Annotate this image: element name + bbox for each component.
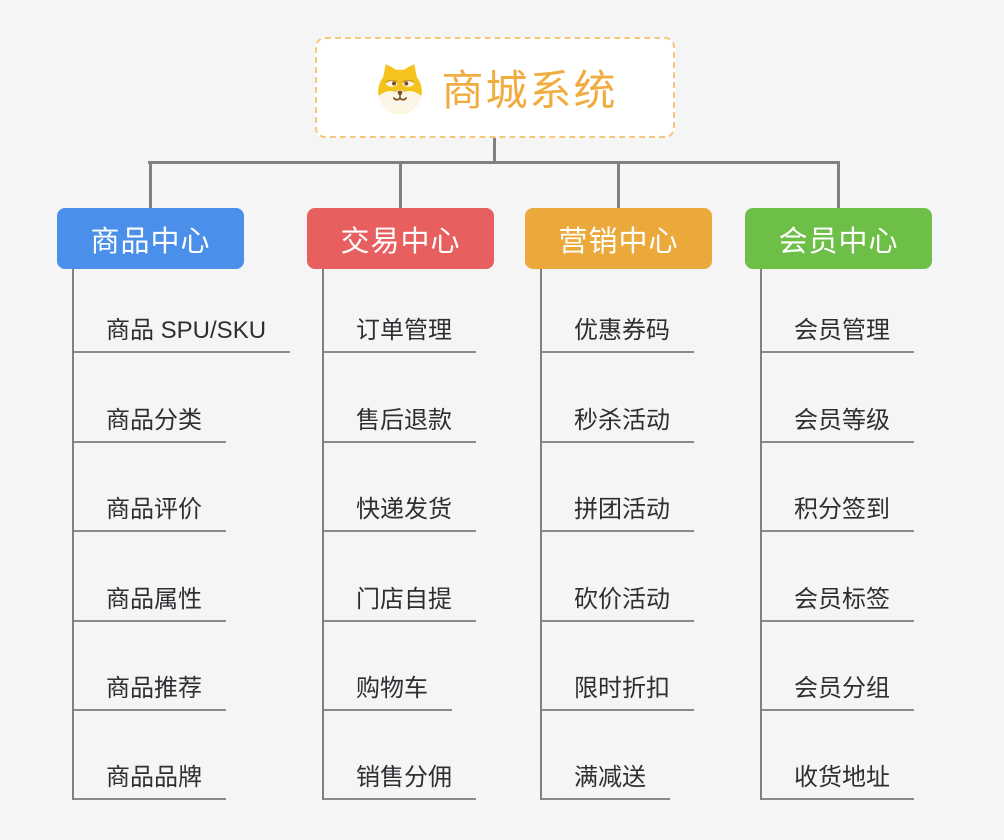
leaf-label: 商品品牌 bbox=[106, 764, 202, 791]
leaf-label: 销售分佣 bbox=[356, 764, 452, 791]
branch-node-3[interactable]: 营销中心 bbox=[525, 208, 712, 269]
leaf-node-4-1[interactable]: 会员管理 bbox=[762, 269, 914, 353]
leaf-label: 商品 SPU/SKU bbox=[106, 317, 267, 344]
leaf-label: 订单管理 bbox=[356, 317, 452, 344]
branch-column-1: 商品中心 商品 SPU/SKU 商品分类 商品评价 商品属性 商品推荐 商品品牌 bbox=[57, 161, 291, 800]
leaf-node-2-1[interactable]: 订单管理 bbox=[324, 269, 476, 353]
leaf-label: 会员分组 bbox=[794, 675, 890, 702]
leaf-node-3-4[interactable]: 砍价活动 bbox=[542, 532, 694, 622]
leaf-node-3-1[interactable]: 优惠券码 bbox=[542, 269, 694, 353]
branch-node-1[interactable]: 商品中心 bbox=[57, 208, 244, 269]
branch-node-4[interactable]: 会员中心 bbox=[745, 208, 932, 269]
branch-items: 会员管理 会员等级 积分签到 会员标签 会员分组 收货地址 bbox=[760, 269, 932, 800]
leaf-label: 拼团活动 bbox=[574, 496, 670, 523]
leaf-label: 满减送 bbox=[574, 764, 646, 791]
branch-node-2[interactable]: 交易中心 bbox=[307, 208, 494, 269]
connector-branch-drop bbox=[399, 161, 402, 208]
leaf-label: 快递发货 bbox=[356, 496, 452, 523]
leaf-node-1-1[interactable]: 商品 SPU/SKU bbox=[74, 269, 291, 353]
leaf-label: 收货地址 bbox=[794, 764, 890, 791]
branch-column-3: 营销中心 优惠券码 秒杀活动 拼团活动 砍价活动 限时折扣 满减送 bbox=[525, 161, 712, 800]
leaf-node-4-4[interactable]: 会员标签 bbox=[762, 532, 914, 622]
leaf-node-4-6[interactable]: 收货地址 bbox=[762, 711, 914, 800]
branch-items: 优惠券码 秒杀活动 拼团活动 砍价活动 限时折扣 满减送 bbox=[540, 269, 712, 800]
leaf-node-3-6[interactable]: 满减送 bbox=[542, 711, 670, 800]
branch-items: 订单管理 售后退款 快递发货 门店自提 购物车 销售分佣 bbox=[322, 269, 494, 800]
branch-column-2: 交易中心 订单管理 售后退款 快递发货 门店自提 购物车 销售分佣 bbox=[307, 161, 494, 800]
leaf-label: 秒杀活动 bbox=[574, 407, 670, 434]
leaf-label: 购物车 bbox=[356, 675, 428, 702]
leaf-label: 售后退款 bbox=[356, 407, 452, 434]
connector-branch-drop bbox=[149, 161, 152, 208]
connector-branch-drop bbox=[837, 161, 840, 208]
leaf-label: 优惠券码 bbox=[574, 317, 670, 344]
root-title: 商城系统 bbox=[441, 67, 618, 114]
root-node[interactable]: 商城系统 bbox=[315, 37, 675, 138]
leaf-node-4-3[interactable]: 积分签到 bbox=[762, 443, 914, 532]
branch-column-4: 会员中心 会员管理 会员等级 积分签到 会员标签 会员分组 收货地址 bbox=[745, 161, 932, 800]
leaf-label: 会员等级 bbox=[794, 407, 890, 434]
leaf-label: 门店自提 bbox=[356, 586, 452, 613]
branch-label: 会员中心 bbox=[778, 225, 899, 258]
leaf-node-1-4[interactable]: 商品属性 bbox=[74, 532, 226, 622]
branch-label: 商品中心 bbox=[90, 225, 211, 258]
leaf-node-4-2[interactable]: 会员等级 bbox=[762, 353, 914, 443]
leaf-label: 限时折扣 bbox=[574, 675, 670, 702]
leaf-label: 商品评价 bbox=[106, 496, 202, 523]
shiba-dog-icon bbox=[378, 63, 423, 113]
leaf-node-3-3[interactable]: 拼团活动 bbox=[542, 443, 694, 532]
leaf-node-2-6[interactable]: 销售分佣 bbox=[324, 711, 476, 800]
connector-horizontal-bar bbox=[148, 161, 840, 164]
leaf-node-4-5[interactable]: 会员分组 bbox=[762, 622, 914, 711]
leaf-node-3-2[interactable]: 秒杀活动 bbox=[542, 353, 694, 443]
leaf-node-1-2[interactable]: 商品分类 bbox=[74, 353, 226, 443]
leaf-label: 商品属性 bbox=[106, 586, 202, 613]
branch-label: 营销中心 bbox=[558, 225, 679, 258]
leaf-label: 会员管理 bbox=[794, 317, 890, 344]
connector-root-trunk bbox=[493, 138, 496, 163]
connector-branch-drop bbox=[617, 161, 620, 208]
leaf-node-2-4[interactable]: 门店自提 bbox=[324, 532, 476, 622]
leaf-node-2-5[interactable]: 购物车 bbox=[324, 622, 452, 711]
leaf-label: 积分签到 bbox=[794, 496, 890, 523]
leaf-label: 砍价活动 bbox=[574, 586, 670, 613]
leaf-node-3-5[interactable]: 限时折扣 bbox=[542, 622, 694, 711]
branch-label: 交易中心 bbox=[340, 225, 461, 258]
leaf-node-2-3[interactable]: 快递发货 bbox=[324, 443, 476, 532]
leaf-label: 会员标签 bbox=[794, 586, 890, 613]
leaf-label: 商品推荐 bbox=[106, 675, 202, 702]
leaf-label: 商品分类 bbox=[106, 407, 202, 434]
leaf-node-1-5[interactable]: 商品推荐 bbox=[74, 622, 226, 711]
leaf-node-1-6[interactable]: 商品品牌 bbox=[74, 711, 226, 800]
leaf-node-2-2[interactable]: 售后退款 bbox=[324, 353, 476, 443]
leaf-node-1-3[interactable]: 商品评价 bbox=[74, 443, 226, 532]
branch-items: 商品 SPU/SKU 商品分类 商品评价 商品属性 商品推荐 商品品牌 bbox=[72, 269, 291, 800]
